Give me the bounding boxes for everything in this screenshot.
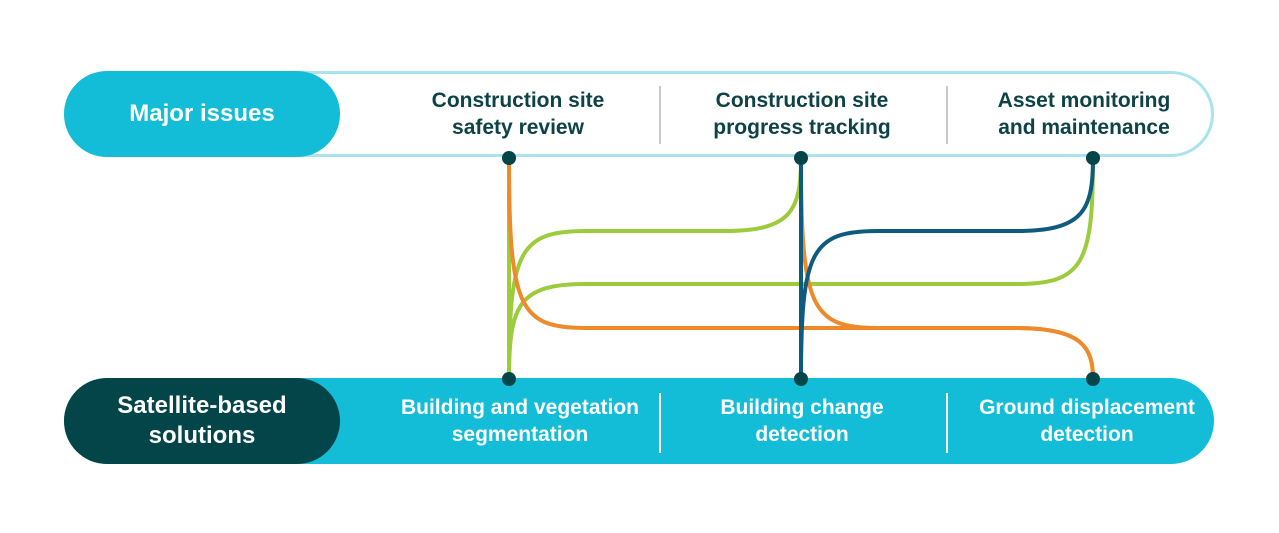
major-issues-text: Major issues — [129, 100, 275, 127]
issue-divider — [659, 86, 661, 144]
solution-node-0 — [502, 372, 516, 386]
issue-asset-monitoring: Asset monitoring and maintenance — [997, 89, 1171, 139]
issue-node-2 — [1086, 151, 1100, 165]
solution-node-1 — [794, 372, 808, 386]
solution-change-detection: Building change detection — [720, 396, 884, 446]
solution-divider — [946, 393, 948, 453]
solution-segmentation: Building and vegetation segmentation — [400, 396, 639, 446]
issue-node-0 — [502, 151, 516, 165]
link-green — [507, 156, 1095, 381]
issue-divider — [946, 86, 948, 144]
solutions-text: Satellite-based solutions — [117, 392, 287, 449]
solution-node-2 — [1086, 372, 1100, 386]
link-blue — [799, 156, 1095, 381]
issue-node-1 — [794, 151, 808, 165]
link-orange — [799, 156, 1095, 381]
solution-ground-displacement: Ground displacement detection — [979, 396, 1195, 446]
major-issues-label: Major issues — [64, 71, 340, 157]
link-green — [507, 156, 803, 381]
issue-safety-review: Construction site safety review — [431, 89, 605, 139]
solution-divider — [659, 393, 661, 453]
issue-progress-tracking: Construction site progress tracking — [713, 89, 891, 139]
solutions-label: Satellite-based solutions — [64, 378, 340, 464]
